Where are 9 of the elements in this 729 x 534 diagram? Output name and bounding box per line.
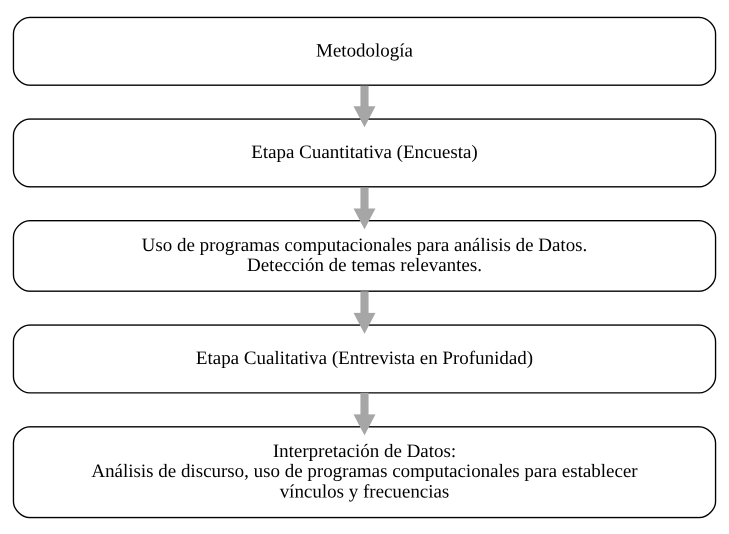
- node-box: Metodología: [12, 16, 716, 86]
- node-box: Uso de programas computacionales para análisis de Datos. Detección de temas relevantes.: [12, 220, 716, 292]
- arrow: [354, 85, 376, 127]
- node-box: Interpretación de Datos: Análisis de discurso, uso de programas computacionales para establecer vínculos y frecuencias: [12, 426, 716, 518]
- arrow: [354, 186, 376, 229]
- arrow: [354, 290, 376, 334]
- node-box: Etapa Cuantitativa (Encuesta): [12, 118, 716, 188]
- arrow: [354, 392, 376, 435]
- node-box: Etapa Cualitativa (Entrevista en Profunidad): [12, 324, 716, 394]
